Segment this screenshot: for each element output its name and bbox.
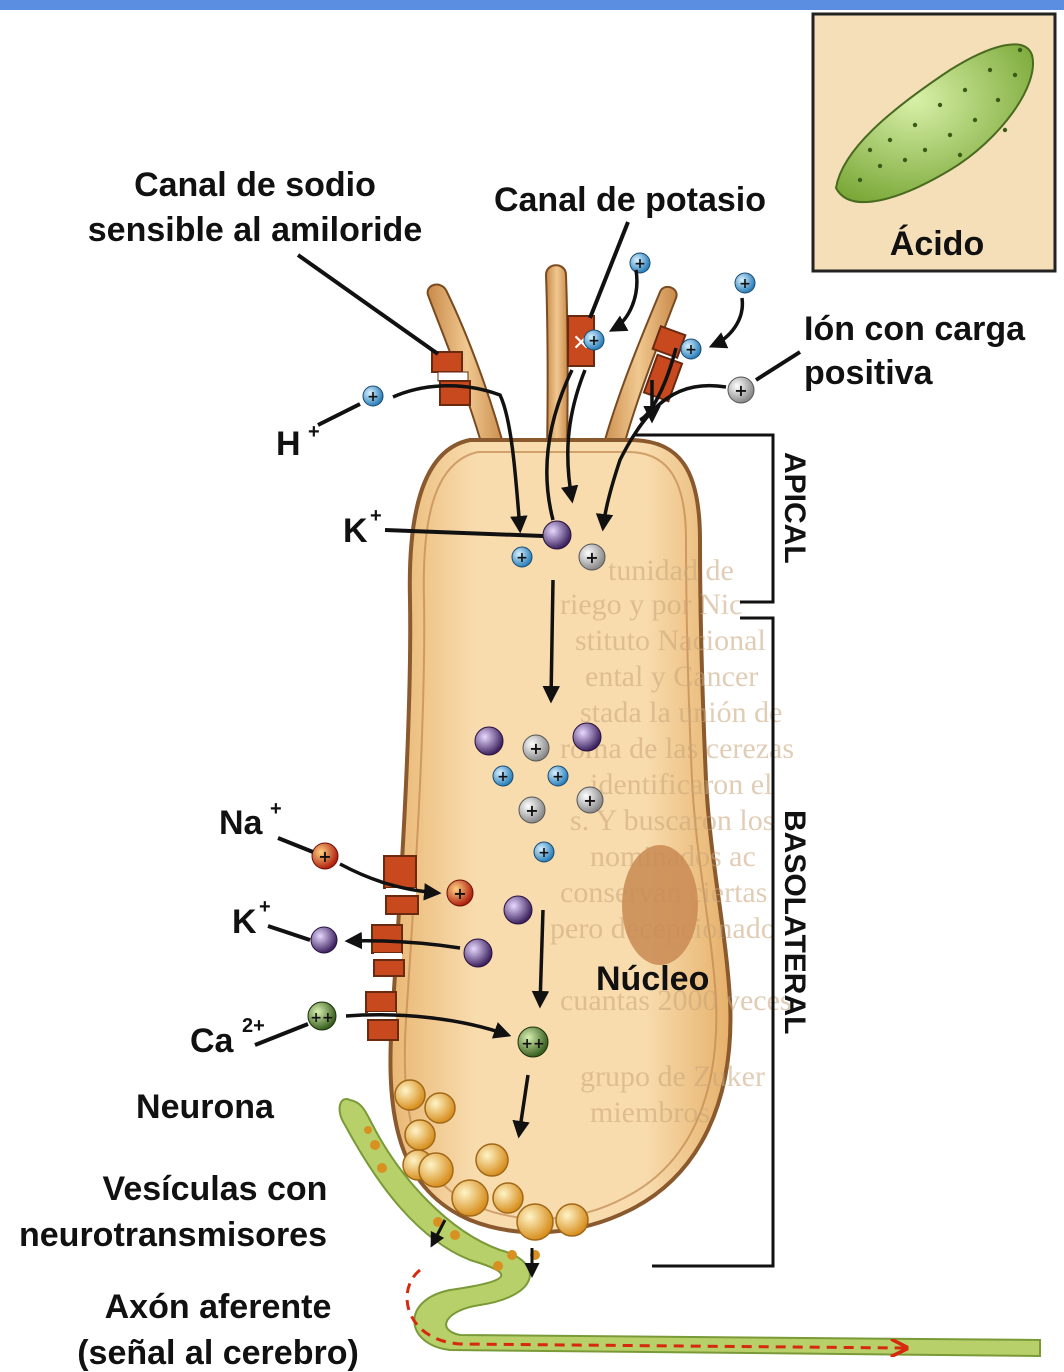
potassium-ion xyxy=(311,927,337,953)
svg-text:s. Y buscaron los: s. Y buscaron los xyxy=(570,804,774,837)
potassium-ion xyxy=(475,727,503,755)
ca-ion-sup: 2+ xyxy=(242,1015,265,1037)
basolateral-label: BASOLATERAL xyxy=(778,810,811,1034)
axon-label-line1: Axón aferente xyxy=(105,1288,332,1326)
svg-text:+: + xyxy=(739,276,751,292)
positive-ion: + xyxy=(579,544,605,570)
svg-text:++: ++ xyxy=(310,1010,333,1026)
neuron-label: Neurona xyxy=(136,1088,275,1126)
proton-ion: + xyxy=(493,766,513,786)
positive-ion: + xyxy=(523,735,549,761)
apical-label: APICAL xyxy=(778,452,811,564)
positive-ion: + xyxy=(577,787,603,813)
svg-text:+: + xyxy=(453,884,466,903)
k-ion-sup-bottom: + xyxy=(259,896,271,918)
k-ion-sup-top: + xyxy=(370,505,382,527)
svg-text:+: + xyxy=(552,769,564,785)
svg-text:+: + xyxy=(538,845,550,861)
nucleus xyxy=(622,845,698,965)
svg-text:++: ++ xyxy=(521,1036,544,1052)
ca-ion-label: Ca xyxy=(190,1022,235,1060)
k-ion-label-top: K xyxy=(343,512,368,550)
svg-text:stituto Nacional: stituto Nacional xyxy=(575,624,766,657)
svg-text:miembros: miembros xyxy=(590,1096,710,1129)
calcium-ion: ++ xyxy=(518,1027,548,1057)
proton-ion: + xyxy=(735,273,755,293)
svg-text:+: + xyxy=(588,333,600,349)
svg-text:tunidad de: tunidad de xyxy=(608,554,734,587)
na-ion-sup: + xyxy=(270,798,282,820)
svg-text:riego y por Nic: riego y por Nic xyxy=(560,588,742,621)
proton-ion: + xyxy=(512,547,532,567)
potassium-channel-label: Canal de potasio xyxy=(494,181,766,219)
h-ion-label: H xyxy=(276,425,301,463)
potassium-ion xyxy=(573,723,601,751)
positive-ion-label-line2: positiva xyxy=(804,354,934,392)
svg-text:+: + xyxy=(497,769,509,785)
svg-text:+: + xyxy=(516,550,528,566)
positive-ion: + xyxy=(728,377,754,403)
na-ion-label: Na xyxy=(219,804,264,842)
svg-text:+: + xyxy=(585,548,598,567)
svg-text:+: + xyxy=(685,342,697,358)
positive-ion-label-line1: Ión con carga xyxy=(804,310,1026,348)
potassium-channel-basolateral xyxy=(372,925,404,976)
acid-label: Ácido xyxy=(890,225,984,263)
svg-text:+: + xyxy=(367,389,379,405)
proton-ion: + xyxy=(681,339,701,359)
svg-text:+: + xyxy=(525,801,538,820)
potassium-ion xyxy=(543,521,571,549)
svg-text:identificaron el: identificaron el xyxy=(590,768,772,801)
potassium-ion xyxy=(464,939,492,967)
proton-ion: + xyxy=(630,253,650,273)
vesicles-label-line2: neurotransmisores xyxy=(19,1216,327,1254)
vesicles-label-line1: Vesículas con xyxy=(103,1170,328,1208)
proton-ion: + xyxy=(534,842,554,862)
h-ion-sup: + xyxy=(308,421,320,443)
svg-text:+: + xyxy=(734,381,747,400)
nucleus-label: Núcleo xyxy=(596,960,709,998)
svg-text:+: + xyxy=(634,256,646,272)
svg-text:+: + xyxy=(583,791,596,810)
svg-text:+: + xyxy=(318,847,331,866)
positive-ion: + xyxy=(519,797,545,823)
calcium-ion: ++ xyxy=(308,1002,336,1030)
sodium-ion: + xyxy=(447,880,473,906)
sodium-channel-label-line1: Canal de sodio xyxy=(134,166,376,204)
proton-ion: + xyxy=(363,386,383,406)
sodium-channel-label-line2: sensible al amiloride xyxy=(88,211,422,249)
axon-label-line2: (señal al cerebro) xyxy=(77,1334,359,1372)
potassium-ion xyxy=(504,896,532,924)
k-ion-label-bottom: K xyxy=(232,903,257,941)
svg-text:grupo de Zuker: grupo de Zuker xyxy=(580,1060,765,1093)
proton-ion: + xyxy=(548,766,568,786)
sodium-ion: + xyxy=(312,843,338,869)
proton-ion: + xyxy=(584,330,604,350)
acid-inset: Ácido xyxy=(813,14,1055,271)
svg-text:stada la unión de: stada la unión de xyxy=(580,696,782,729)
svg-text:ental y Cancer: ental y Cancer xyxy=(585,660,758,693)
svg-text:+: + xyxy=(529,739,542,758)
